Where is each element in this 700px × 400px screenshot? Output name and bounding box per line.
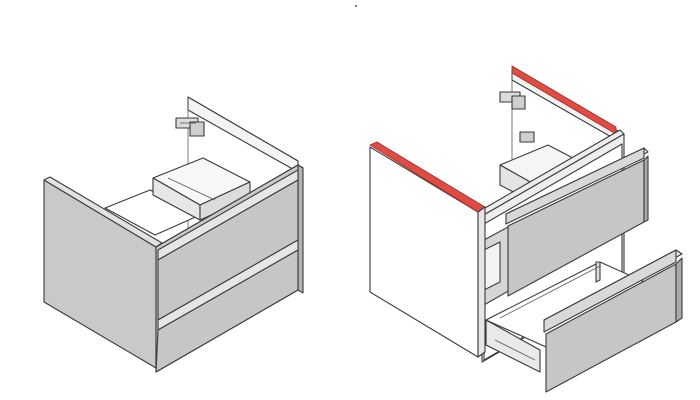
stray-mark — [355, 5, 357, 7]
mounting-bracket-icon — [175, 117, 205, 137]
exploded-cabinet — [369, 65, 683, 393]
mounting-bracket-icon — [499, 91, 535, 143]
lower-drawer-front[interactable] — [155, 249, 299, 373]
assembled-cabinet — [43, 96, 304, 373]
back-edge-highlight — [511, 65, 617, 135]
